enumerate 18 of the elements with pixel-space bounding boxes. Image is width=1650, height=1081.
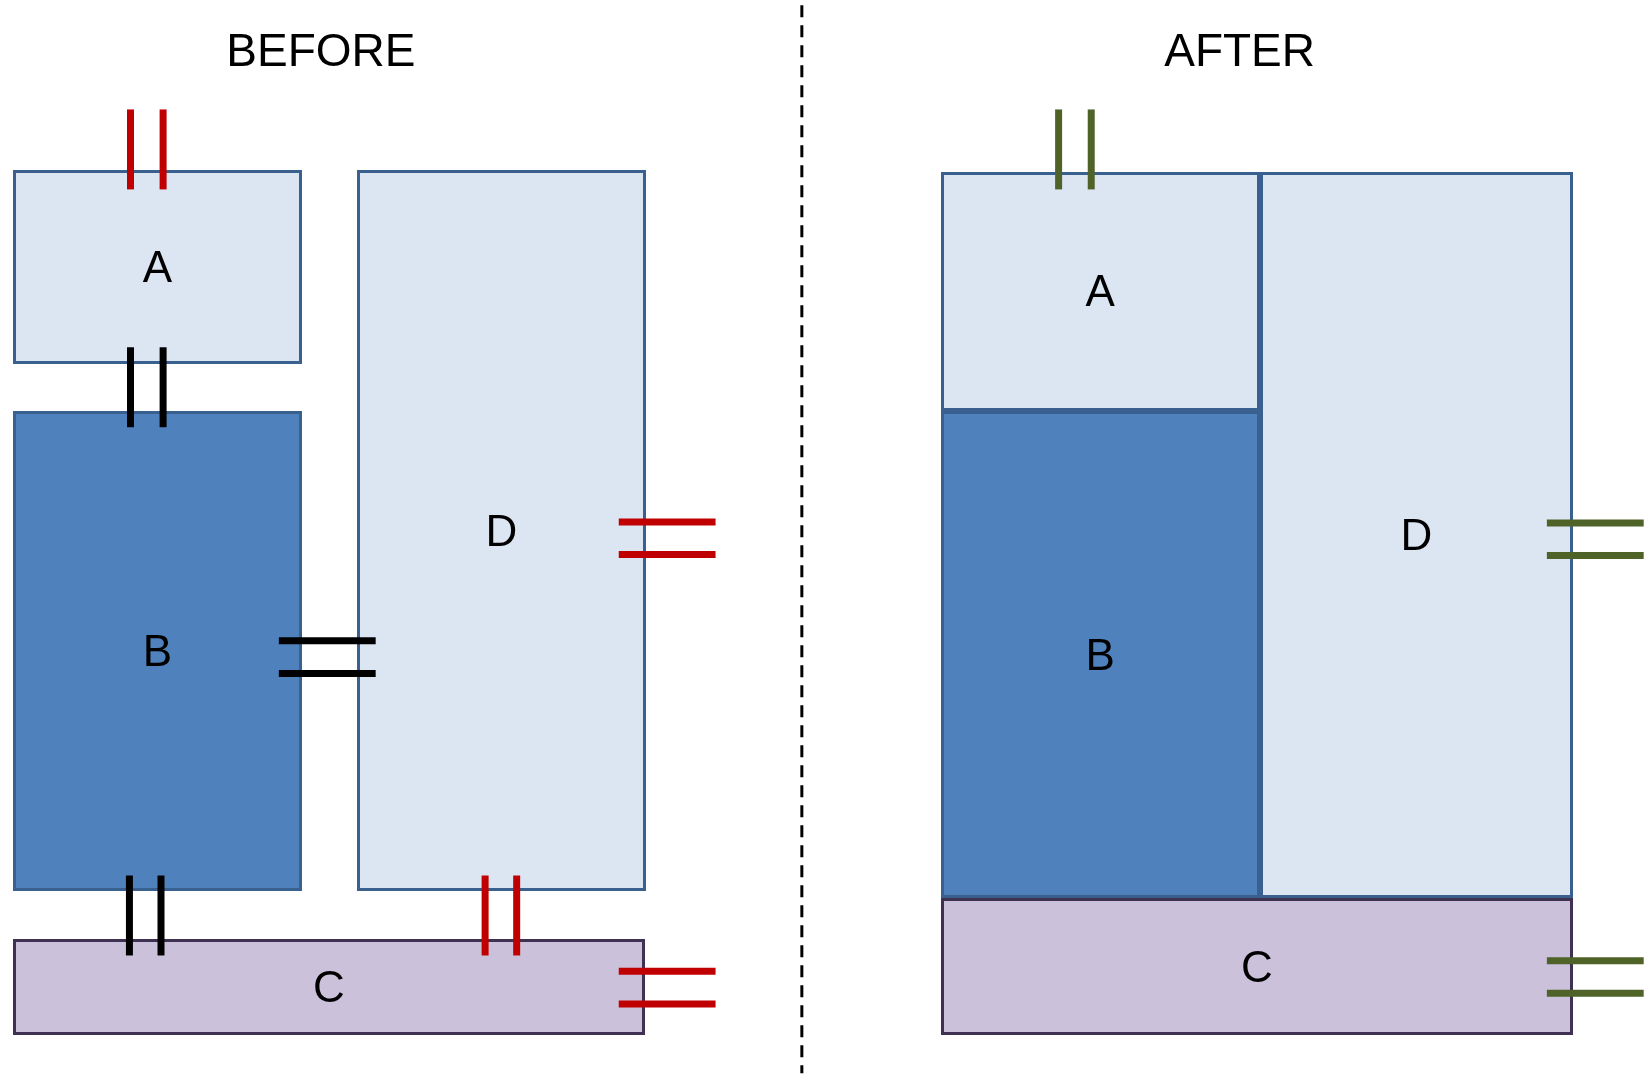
block-label: B [1085, 629, 1115, 680]
block-label: B [142, 626, 172, 677]
light-block [1259, 171, 1574, 898]
base-block [940, 897, 1574, 1036]
block-label: C [1241, 941, 1273, 992]
light-block [12, 170, 302, 365]
block-label: C [312, 962, 345, 1013]
block-label: D [1400, 509, 1433, 560]
dark-block [12, 411, 302, 892]
block-label: A [1085, 266, 1115, 317]
section-heading: BEFORE [226, 23, 416, 78]
dark-block [940, 411, 1260, 898]
light-block [940, 171, 1260, 412]
block-label: A [142, 242, 172, 293]
block-label: D [485, 505, 518, 556]
section-heading: AFTER [1164, 23, 1315, 78]
light-block [356, 170, 647, 892]
base-block [12, 938, 646, 1036]
